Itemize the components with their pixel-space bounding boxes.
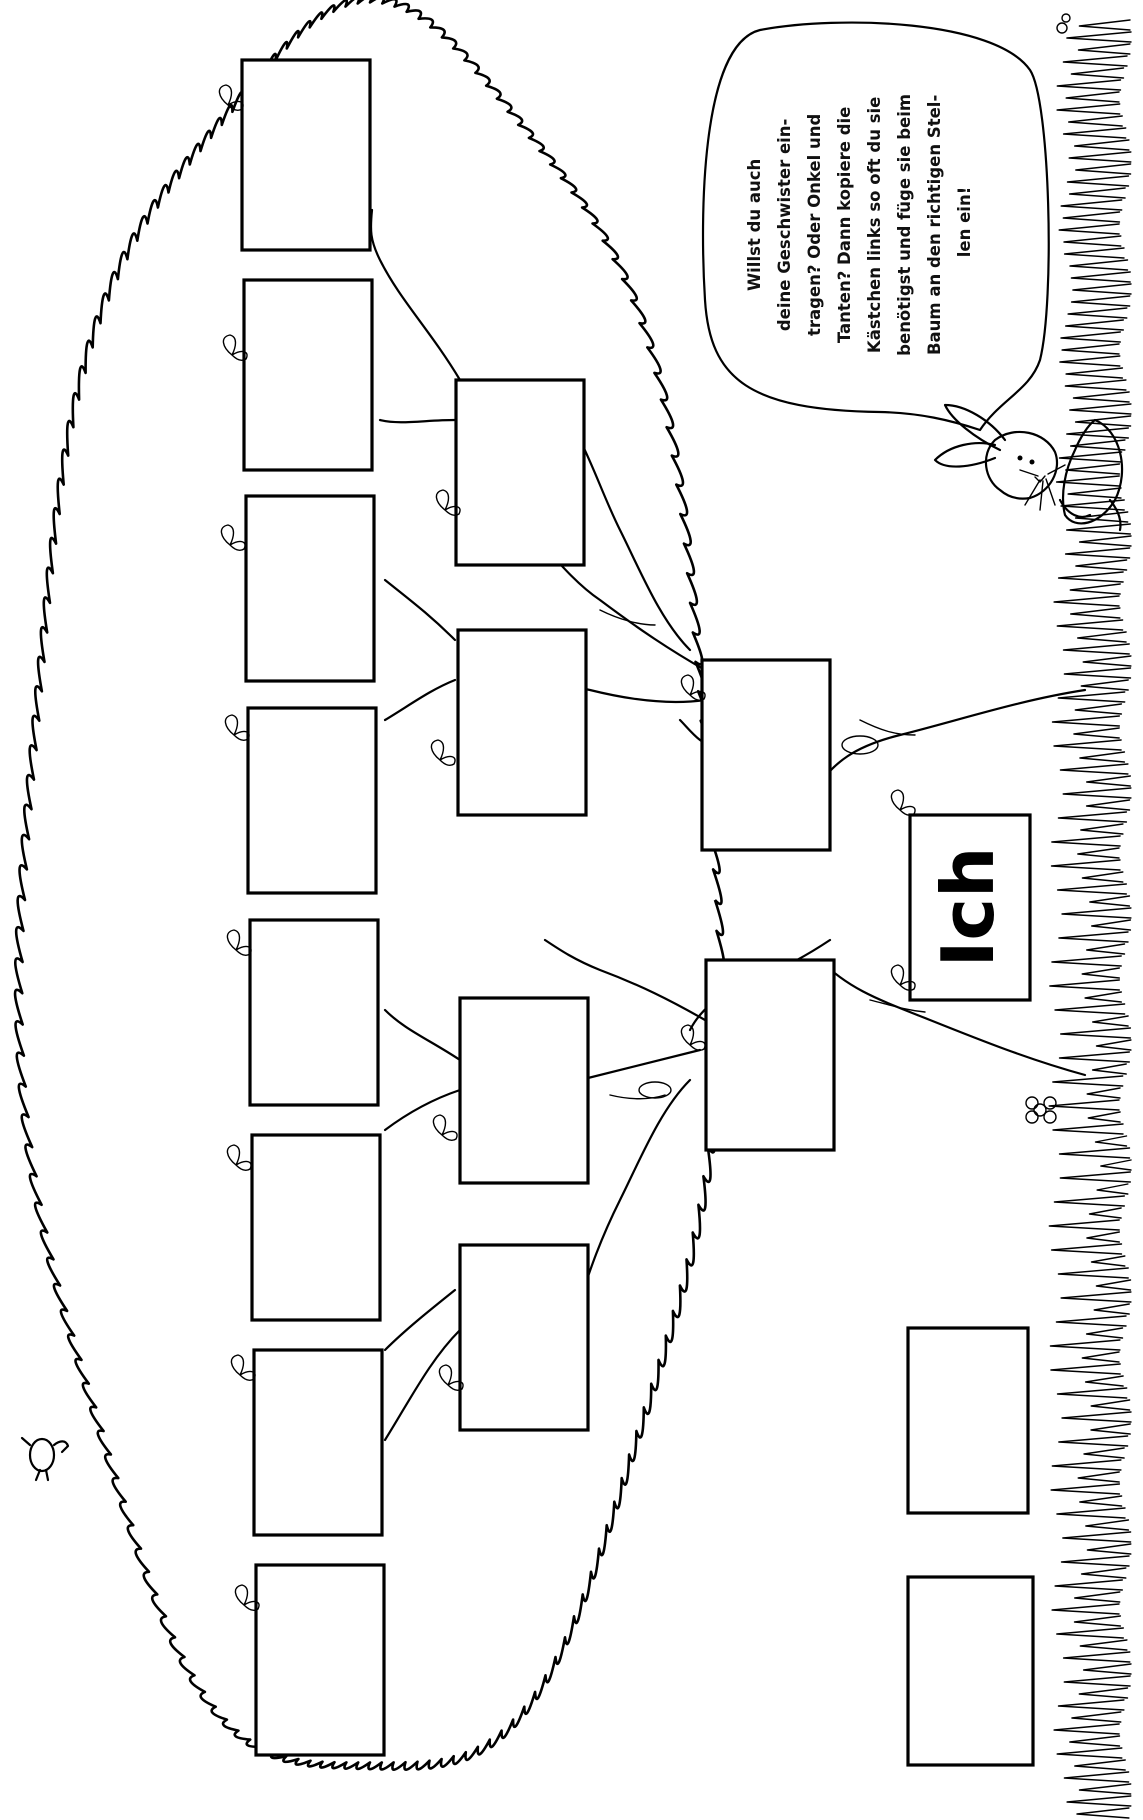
grandparent-box-4[interactable] — [460, 1245, 588, 1430]
bubble-line: Baum an den richtigen Stel- — [925, 95, 944, 355]
great-grandparent-box-7[interactable] — [254, 1350, 382, 1535]
flower-decoration — [1026, 1097, 1056, 1123]
grandparent-box-2[interactable] — [458, 630, 586, 815]
leaf-sprout — [227, 930, 251, 955]
self-box: Ich — [910, 815, 1030, 1000]
extra-box-2[interactable] — [908, 1577, 1033, 1765]
great-grandparent-box-4[interactable] — [248, 708, 376, 893]
svg-text:Willst du auch deine Ges: Willst du auch deine Geschwister ein- tr… — [745, 88, 974, 356]
bubble-line: Kästchen links so oft du sie — [865, 97, 884, 353]
bubble-line: len ein! — [955, 187, 974, 257]
great-grandparent-box-2[interactable] — [244, 280, 372, 470]
leaf-sprout — [433, 1115, 457, 1140]
leaf-sprout — [225, 715, 249, 740]
bubble-line: Willst du auch — [745, 159, 764, 291]
bubble-line: benötigst und füge sie beim — [895, 94, 914, 356]
leaf-sprout — [431, 740, 455, 765]
grandparents-boxes — [456, 380, 588, 1430]
great-grandparent-box-6[interactable] — [252, 1135, 380, 1320]
leaf-sprout — [231, 1355, 255, 1380]
leaf-sprout — [221, 525, 245, 550]
bubble-line: tragen? Oder Onkel und — [805, 114, 824, 336]
bug-icon — [1057, 14, 1070, 33]
parent-box-2[interactable] — [706, 960, 834, 1150]
bubble-line: deine Geschwister ein- — [775, 119, 794, 332]
great-grandparents-boxes — [242, 60, 384, 1755]
leaf-sprout — [891, 790, 915, 815]
leaf-sprout — [227, 1145, 251, 1170]
extra-relative-boxes — [908, 1328, 1033, 1765]
leaf-sprout — [681, 1025, 705, 1050]
great-grandparent-box-3[interactable] — [246, 496, 374, 681]
ich-label: Ich — [926, 847, 1010, 968]
bubble-line: Tanten? Dann kopiere die — [835, 107, 854, 343]
parent-box-1[interactable] — [702, 660, 830, 850]
bird-icon — [22, 1438, 68, 1480]
parents-boxes — [702, 660, 834, 1150]
grandparent-box-1[interactable] — [456, 380, 584, 565]
extra-box-1[interactable] — [908, 1328, 1028, 1513]
grass-ground — [1049, 20, 1131, 1818]
grandparent-box-3[interactable] — [460, 998, 588, 1183]
great-grandparent-box-8[interactable] — [256, 1565, 384, 1755]
great-grandparent-box-1[interactable] — [242, 60, 370, 250]
great-grandparent-box-5[interactable] — [250, 920, 378, 1105]
speech-bubble-text: Willst du auch deine Geschwister ein- tr… — [745, 88, 974, 356]
